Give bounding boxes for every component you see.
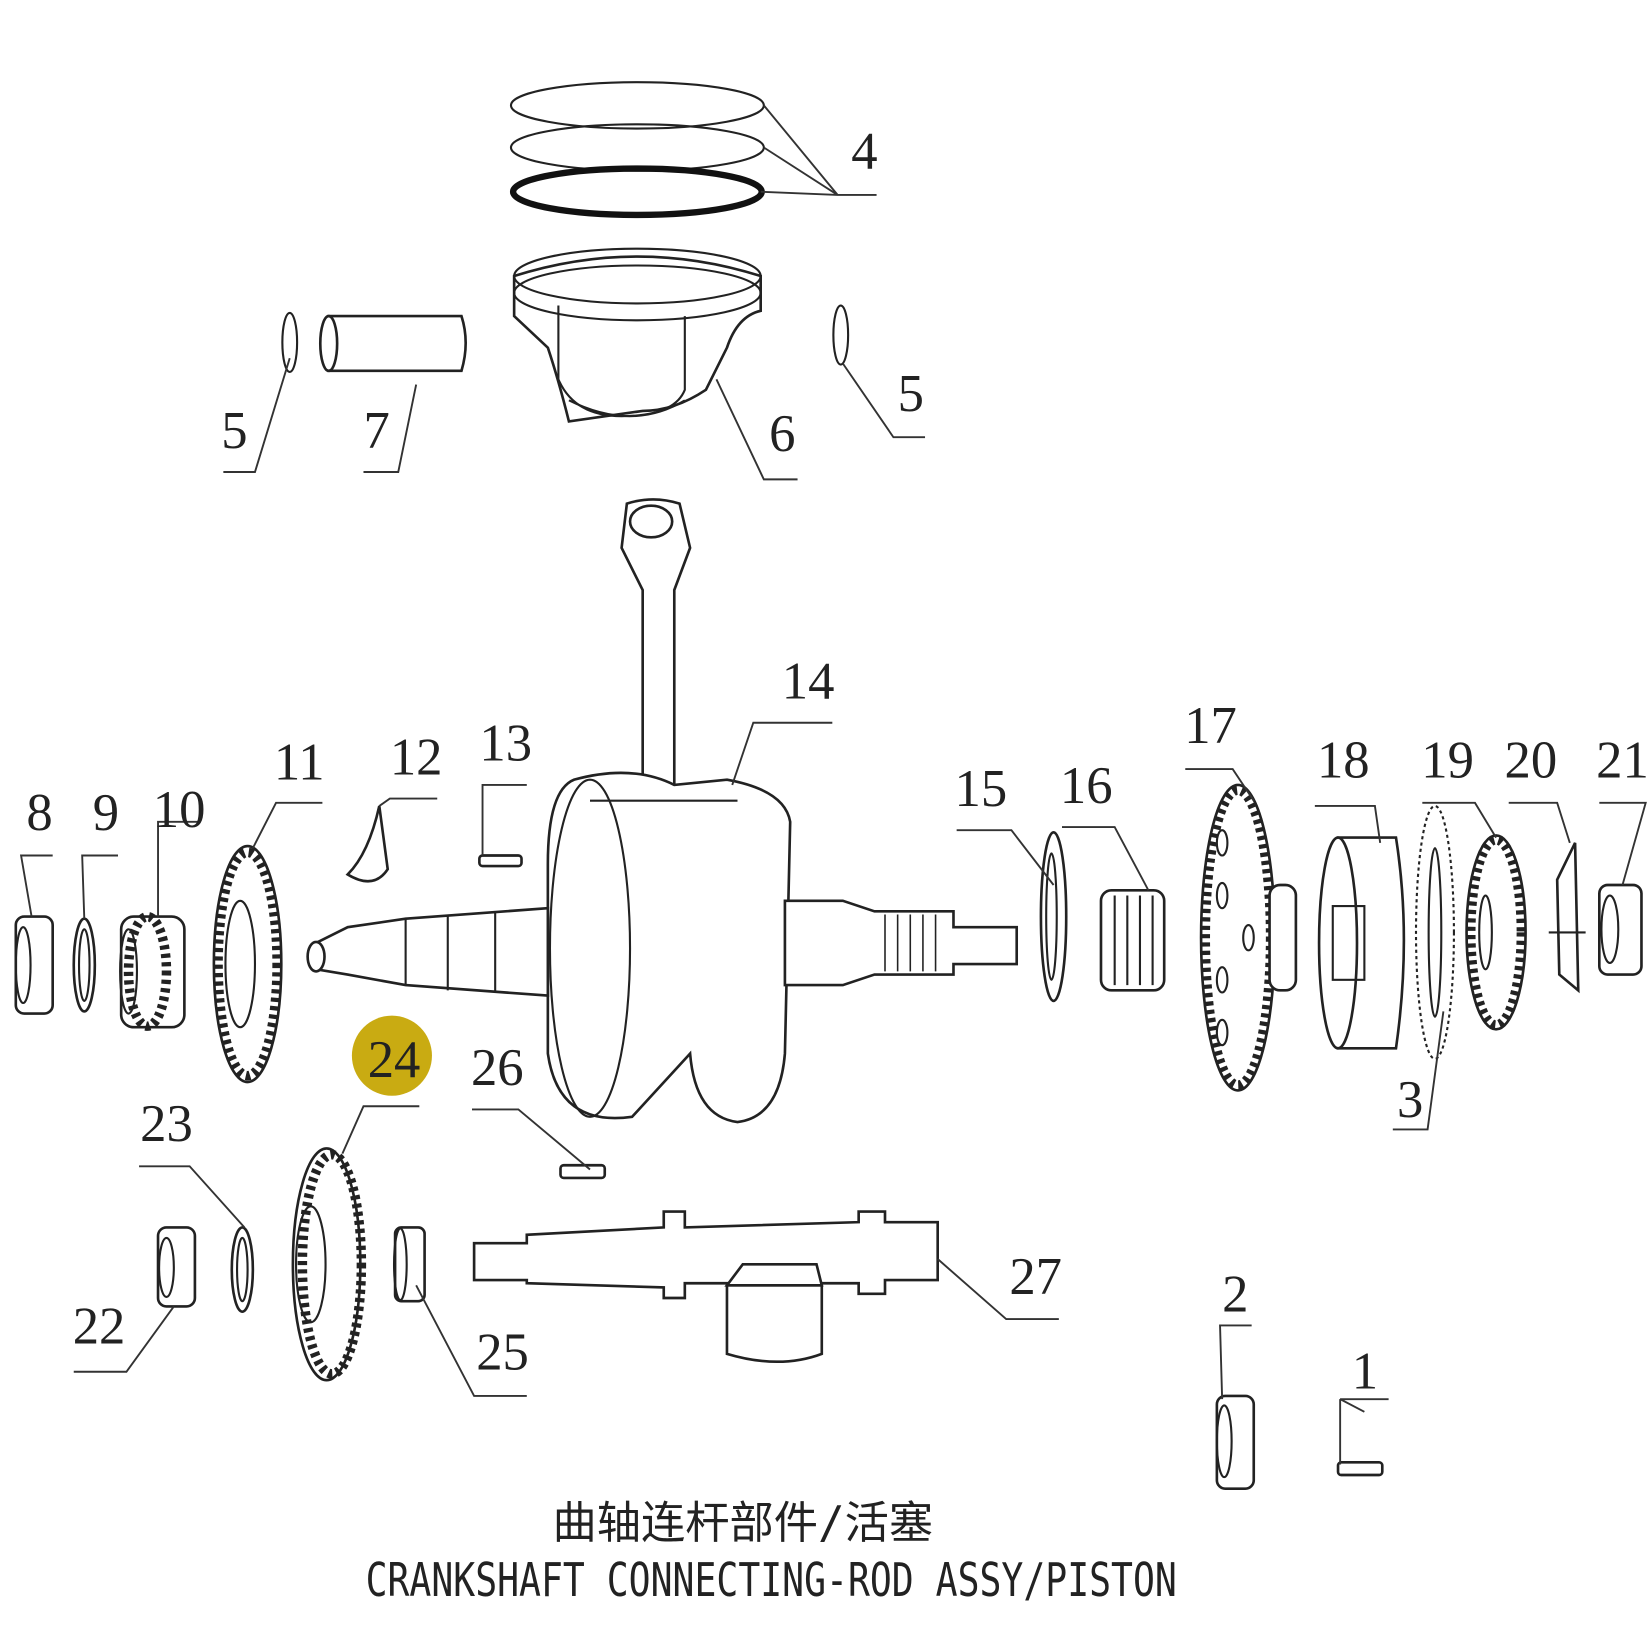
woodruff-key-12[interactable]	[345, 805, 390, 883]
label-25[interactable]: 25	[476, 1324, 529, 1382]
washer-3[interactable]	[1414, 804, 1455, 1060]
label-12[interactable]: 12	[390, 728, 443, 786]
circlip-right[interactable]	[832, 304, 850, 366]
balancer-shaft-27[interactable]	[472, 1210, 939, 1364]
label-14[interactable]: 14	[782, 653, 835, 711]
label-19[interactable]: 19	[1421, 732, 1474, 790]
label-9[interactable]: 9	[93, 784, 119, 842]
label-27[interactable]: 27	[1009, 1248, 1062, 1306]
label-15[interactable]: 15	[955, 760, 1008, 818]
label-10[interactable]: 10	[153, 781, 206, 839]
label-8[interactable]: 8	[26, 784, 52, 842]
nut-2[interactable]	[1215, 1394, 1256, 1491]
washer-20[interactable]	[1548, 842, 1586, 994]
gear-19[interactable]	[1465, 834, 1527, 1031]
washer-23[interactable]	[230, 1226, 255, 1314]
highlight-marker	[351, 1015, 432, 1096]
label-7[interactable]: 7	[363, 402, 389, 460]
label-4[interactable]: 4	[851, 123, 877, 181]
piston-rings[interactable]	[509, 81, 765, 219]
part-labels: 4 5 7 6 5 14 8 9 10 11 12 13 15 16 17 18…	[26, 123, 1648, 1401]
starter-clutch-18[interactable]	[1317, 836, 1406, 1050]
crankshaft-assy[interactable]	[306, 498, 1019, 1124]
gear-17[interactable]	[1199, 783, 1298, 1092]
title-chinese: 曲轴连杆部件/活塞	[552, 1498, 933, 1549]
pin-1[interactable]	[1336, 1461, 1384, 1477]
pin-26[interactable]	[559, 1163, 607, 1180]
circlip-left[interactable]	[281, 311, 299, 373]
washer-9[interactable]	[72, 917, 97, 1013]
gear-10[interactable]	[119, 911, 186, 1031]
pin-13[interactable]	[478, 854, 523, 868]
label-16[interactable]: 16	[1060, 757, 1113, 815]
label-26[interactable]: 26	[471, 1039, 524, 1097]
label-2[interactable]: 2	[1222, 1266, 1248, 1324]
label-6[interactable]: 6	[769, 405, 795, 463]
gear-24[interactable]	[291, 1147, 367, 1382]
label-17[interactable]: 17	[1184, 697, 1237, 755]
label-20[interactable]: 20	[1505, 732, 1558, 790]
gear-11[interactable]	[212, 844, 283, 1084]
title-english: CRANKSHAFT CONNECTING-ROD ASSY/PISTON	[366, 1553, 1177, 1607]
nut-22[interactable]	[156, 1226, 197, 1308]
nut-21[interactable]	[1598, 883, 1643, 976]
label-18[interactable]: 18	[1317, 732, 1370, 790]
label-24[interactable]: 24	[368, 1031, 421, 1089]
label-3[interactable]: 3	[1397, 1071, 1423, 1129]
piston-pin[interactable]	[318, 314, 467, 373]
label-13[interactable]: 13	[479, 715, 532, 773]
label-23[interactable]: 23	[140, 1095, 193, 1153]
label-11[interactable]: 11	[274, 734, 325, 792]
label-21[interactable]: 21	[1596, 732, 1649, 790]
label-5-left[interactable]: 5	[221, 402, 247, 460]
washer-15[interactable]	[1039, 831, 1068, 1003]
needle-bearing-16[interactable]	[1099, 888, 1166, 992]
label-22[interactable]: 22	[73, 1297, 126, 1355]
label-1[interactable]: 1	[1352, 1343, 1378, 1401]
collar-25[interactable]	[392, 1226, 426, 1303]
piston[interactable]	[512, 247, 762, 423]
leader-lines	[19, 104, 1647, 1465]
label-5-right[interactable]: 5	[898, 365, 924, 423]
nut-8[interactable]	[14, 915, 54, 1015]
